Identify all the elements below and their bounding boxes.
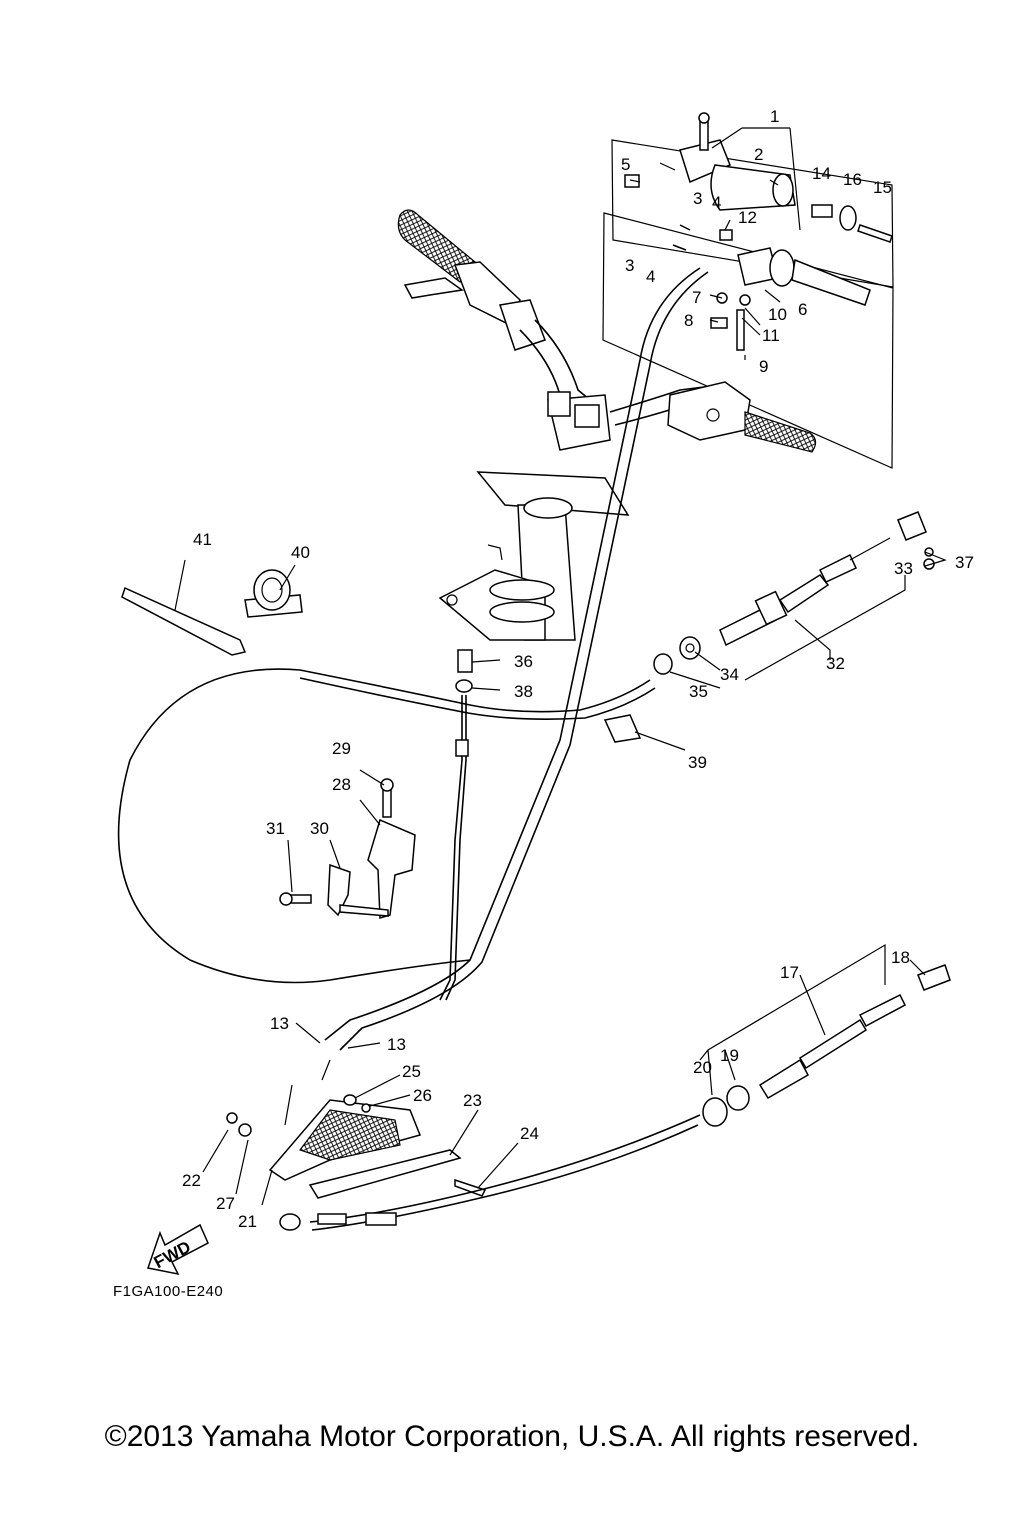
callout-3: 3	[693, 189, 702, 208]
clamp-40	[244, 569, 303, 618]
callout-16: 16	[843, 170, 862, 189]
callout-25: 25	[402, 1062, 421, 1081]
cable-17	[279, 964, 951, 1231]
callout-5: 5	[621, 155, 630, 174]
callout-41: 41	[193, 530, 212, 549]
callout-39: 39	[688, 753, 707, 772]
band-41	[121, 586, 247, 656]
callout-3: 3	[625, 256, 634, 275]
callout-21: 21	[238, 1212, 257, 1231]
callout-10: 10	[768, 305, 787, 324]
callout-7: 7	[692, 288, 701, 307]
shift-cable-end-32	[719, 511, 935, 647]
part-39-tape	[603, 714, 642, 743]
callout-2: 2	[754, 145, 763, 164]
callout-40: 40	[291, 543, 310, 562]
callout-11: 11	[762, 326, 780, 345]
callout-36: 36	[514, 652, 533, 671]
callout-12: 12	[738, 208, 757, 227]
callout-34: 34	[720, 665, 739, 684]
callout-22: 22	[182, 1171, 201, 1190]
steering-column	[438, 391, 630, 641]
callout-14: 14	[812, 164, 831, 183]
leader-lines	[174, 127, 947, 1206]
callout-6: 6	[798, 300, 807, 319]
callout-33: 33	[894, 559, 913, 578]
shift-cable-loop	[117, 668, 656, 984]
right-handlebar-grip	[667, 381, 817, 453]
callout-31: 31	[266, 819, 285, 838]
callout-20: 20	[693, 1058, 712, 1077]
callout-13: 13	[270, 1014, 289, 1033]
callout-29: 29	[332, 739, 351, 758]
callout-24: 24	[520, 1124, 539, 1143]
choke-cable	[439, 649, 473, 1001]
fwd-arrow-icon: FWD	[147, 1223, 209, 1276]
callout-9: 9	[759, 357, 768, 376]
bracket-28-31	[279, 778, 416, 919]
callout-23: 23	[463, 1091, 482, 1110]
callout-27: 27	[216, 1194, 235, 1213]
callout-30: 30	[310, 819, 329, 838]
callout-26: 26	[413, 1086, 432, 1105]
nut-washer-34-35	[653, 636, 701, 675]
callout-18: 18	[891, 948, 910, 967]
throttle-housing	[624, 112, 796, 211]
throttle-lever-assembly	[672, 204, 893, 351]
callout-4: 4	[646, 267, 655, 286]
callout-8: 8	[684, 311, 693, 330]
callout-17: 17	[780, 963, 799, 982]
callout-1: 1	[770, 107, 779, 126]
lever-assembly-21	[226, 1059, 487, 1199]
callout-4: 4	[712, 193, 721, 212]
callout-32: 32	[826, 654, 845, 673]
callout-38: 38	[514, 682, 533, 701]
diagram-code: F1GA100-E240	[113, 1283, 224, 1300]
callout-15: 15	[873, 178, 892, 197]
callout-19: 19	[720, 1046, 739, 1065]
copyright-notice: ©2013 Yamaha Motor Corporation, U.S.A. A…	[104, 1420, 920, 1453]
callout-numbers: 1 2 3 4 3 4 5 6 7 8 9 10 11 12 13 13 14 …	[182, 107, 974, 1231]
left-handlebar-grip	[397, 209, 546, 351]
callout-28: 28	[332, 775, 351, 794]
callout-37: 37	[955, 553, 974, 572]
callout-13: 13	[387, 1035, 406, 1054]
callout-35: 35	[689, 682, 708, 701]
